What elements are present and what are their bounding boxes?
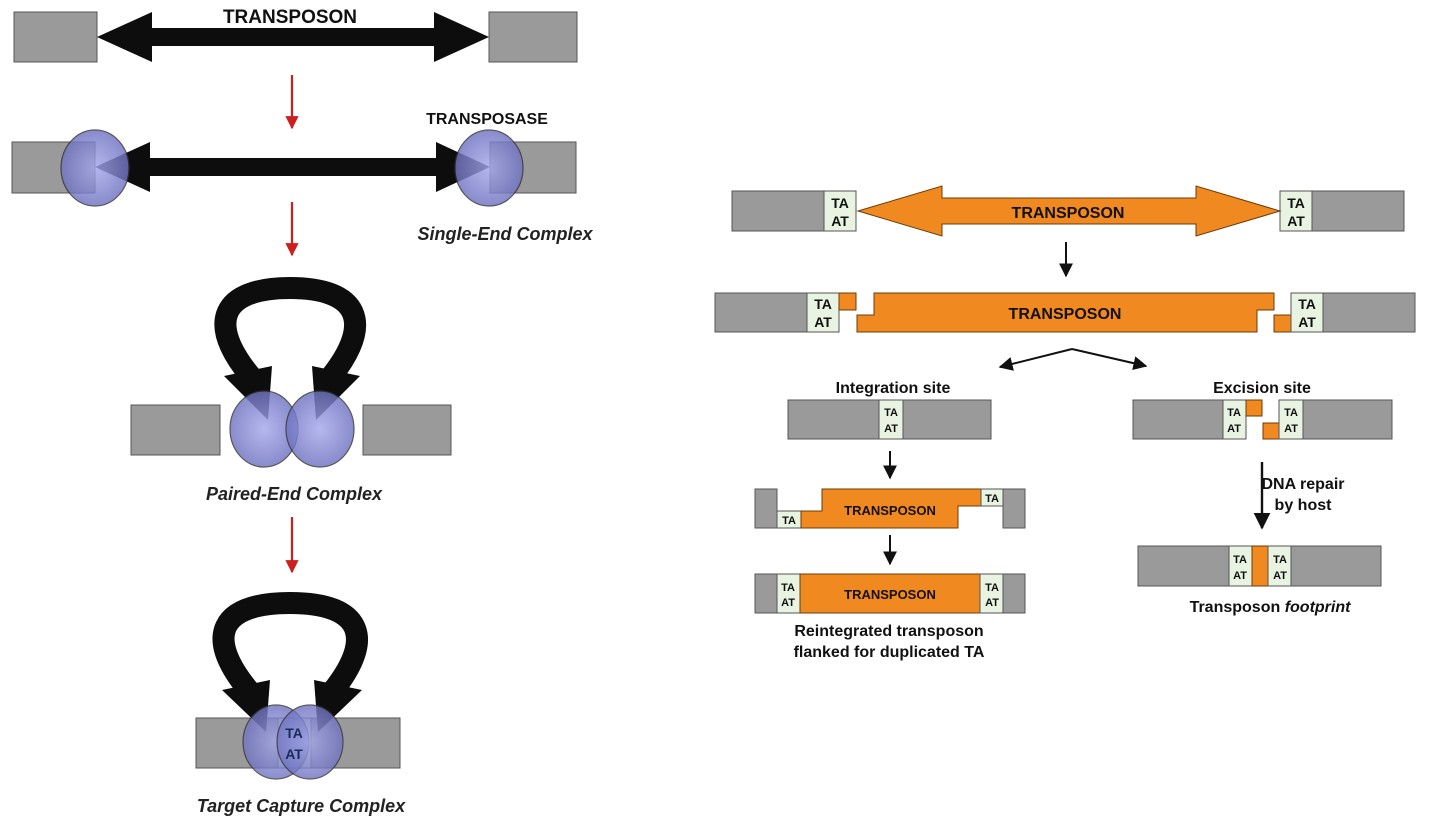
stage-paired-end: Paired-End Complex <box>130 276 452 504</box>
gray-dna-block <box>488 11 578 63</box>
transposase-protein <box>276 704 344 780</box>
orange-overhang <box>1262 422 1280 440</box>
ta-box <box>1222 399 1247 440</box>
at-label: AT <box>1227 423 1241 435</box>
gray-dna-block <box>1132 399 1224 440</box>
reintegrated-caption-line2: flanked for duplicated TA <box>794 644 985 661</box>
at-label: AT <box>831 213 849 229</box>
integration-branch: Integration site TA AT TA TA TRANSPOSON … <box>754 380 1026 661</box>
ta-label: TA <box>782 515 796 527</box>
ta-label: TA <box>1284 407 1298 419</box>
footprint-caption-prefix: Transposon <box>1190 599 1285 616</box>
looped-transposon <box>214 276 366 386</box>
transposase-protein <box>285 390 355 468</box>
at-label: AT <box>985 597 999 609</box>
orange-overhang <box>1245 399 1263 417</box>
gray-dna-block <box>754 573 778 614</box>
looped-transposon <box>212 591 368 700</box>
at-label: AT <box>1284 423 1298 435</box>
transposase-label: TRANSPOSASE <box>426 111 548 128</box>
ta-label: TA <box>985 493 999 505</box>
gray-dna-block <box>1290 545 1382 587</box>
row-staggered-cut: TRANSPOSON TA AT TA AT <box>714 292 1416 333</box>
transposon-double-arrow <box>95 142 490 192</box>
at-label: AT <box>1287 213 1305 229</box>
gray-dna-block <box>1002 488 1026 529</box>
ta-box <box>878 399 904 440</box>
ta-box <box>823 190 857 232</box>
orange-footprint <box>1251 545 1269 587</box>
at-label: AT <box>1273 570 1287 582</box>
orange-transposon-body <box>799 573 981 614</box>
ta-box <box>1290 292 1324 333</box>
gray-dna-block <box>731 190 825 232</box>
transposon-label: TRANSPOSON <box>1012 205 1125 222</box>
at-label: AT <box>1233 570 1247 582</box>
at-label: AT <box>781 597 795 609</box>
single-end-complex-label: Single-End Complex <box>417 224 593 244</box>
footprint-caption: Transposon footprint <box>1190 599 1352 616</box>
ta-label: TA <box>285 725 303 741</box>
paired-end-complex-label: Paired-End Complex <box>206 484 383 504</box>
gray-dna-block <box>13 11 98 63</box>
footprint-caption-italic: footprint <box>1285 599 1351 616</box>
excision-site-label: Excision site <box>1213 380 1311 397</box>
integration-site-label: Integration site <box>836 380 951 397</box>
transposon-label: TRANSPOSON <box>844 503 936 518</box>
gray-dna-block <box>1322 292 1416 333</box>
row-intact-transposon: TRANSPOSON TA AT TA AT <box>731 185 1405 237</box>
dna-repair-label-line2: by host <box>1275 497 1333 514</box>
stage-single-end: TRANSPOSASE Single-End Complex <box>11 111 593 244</box>
orange-overhang <box>1273 314 1292 333</box>
gray-dna-block <box>130 404 221 456</box>
gray-dna-block <box>1302 399 1393 440</box>
orange-transposon-arrow <box>856 185 1282 237</box>
transposon-label: TRANSPOSON <box>223 7 357 28</box>
gray-dna-block <box>1137 545 1230 587</box>
gray-dna-block <box>1311 190 1405 232</box>
ta-label: TA <box>1273 554 1287 566</box>
right-panel: TRANSPOSON TA AT TA AT TRANSPOSON TA AT … <box>714 185 1416 661</box>
at-label: AT <box>814 314 832 330</box>
gray-dna-block <box>714 292 808 333</box>
transposon-label: TRANSPOSON <box>844 587 936 602</box>
stage-transposon: TRANSPOSON <box>13 7 578 63</box>
ta-label: TA <box>1227 407 1241 419</box>
reintegrated-caption-line1: Reintegrated transposon <box>794 623 983 640</box>
orange-transposon-body <box>856 292 1275 333</box>
ta-label: TA <box>831 195 849 211</box>
gray-dna-block <box>362 404 452 456</box>
gray-dna-block <box>754 488 778 529</box>
excision-branch: Excision site TA AT TA AT DNA repair by … <box>1132 380 1393 616</box>
ta-label: TA <box>781 582 795 594</box>
target-capture-complex-label: Target Capture Complex <box>197 796 406 816</box>
dna-repair-label-line1: DNA repair <box>1262 476 1345 493</box>
ta-label: TA <box>1287 195 1305 211</box>
ta-label: TA <box>884 407 898 419</box>
orange-overhang <box>838 292 857 311</box>
stage-target-capture: TA AT Target Capture Complex <box>195 591 406 816</box>
ta-box <box>806 292 840 333</box>
at-label: AT <box>884 423 898 435</box>
ta-label: TA <box>1298 296 1316 312</box>
branch-arrow-left <box>998 348 1073 371</box>
transposase-protein <box>60 129 130 207</box>
left-panel: TRANSPOSON TRANSPOSASE Single-End Comple… <box>11 7 593 816</box>
gray-dna-block <box>1002 573 1026 614</box>
transposase-protein <box>454 129 524 207</box>
transposon-label: TRANSPOSON <box>1009 306 1122 323</box>
ta-label: TA <box>1233 554 1247 566</box>
transposon-double-arrow <box>97 12 489 62</box>
branch-arrow-right <box>1071 348 1148 371</box>
at-label: AT <box>1298 314 1316 330</box>
ta-box <box>1279 190 1313 232</box>
ta-label: TA <box>814 296 832 312</box>
at-label: AT <box>285 746 303 762</box>
ta-label: TA <box>985 582 999 594</box>
